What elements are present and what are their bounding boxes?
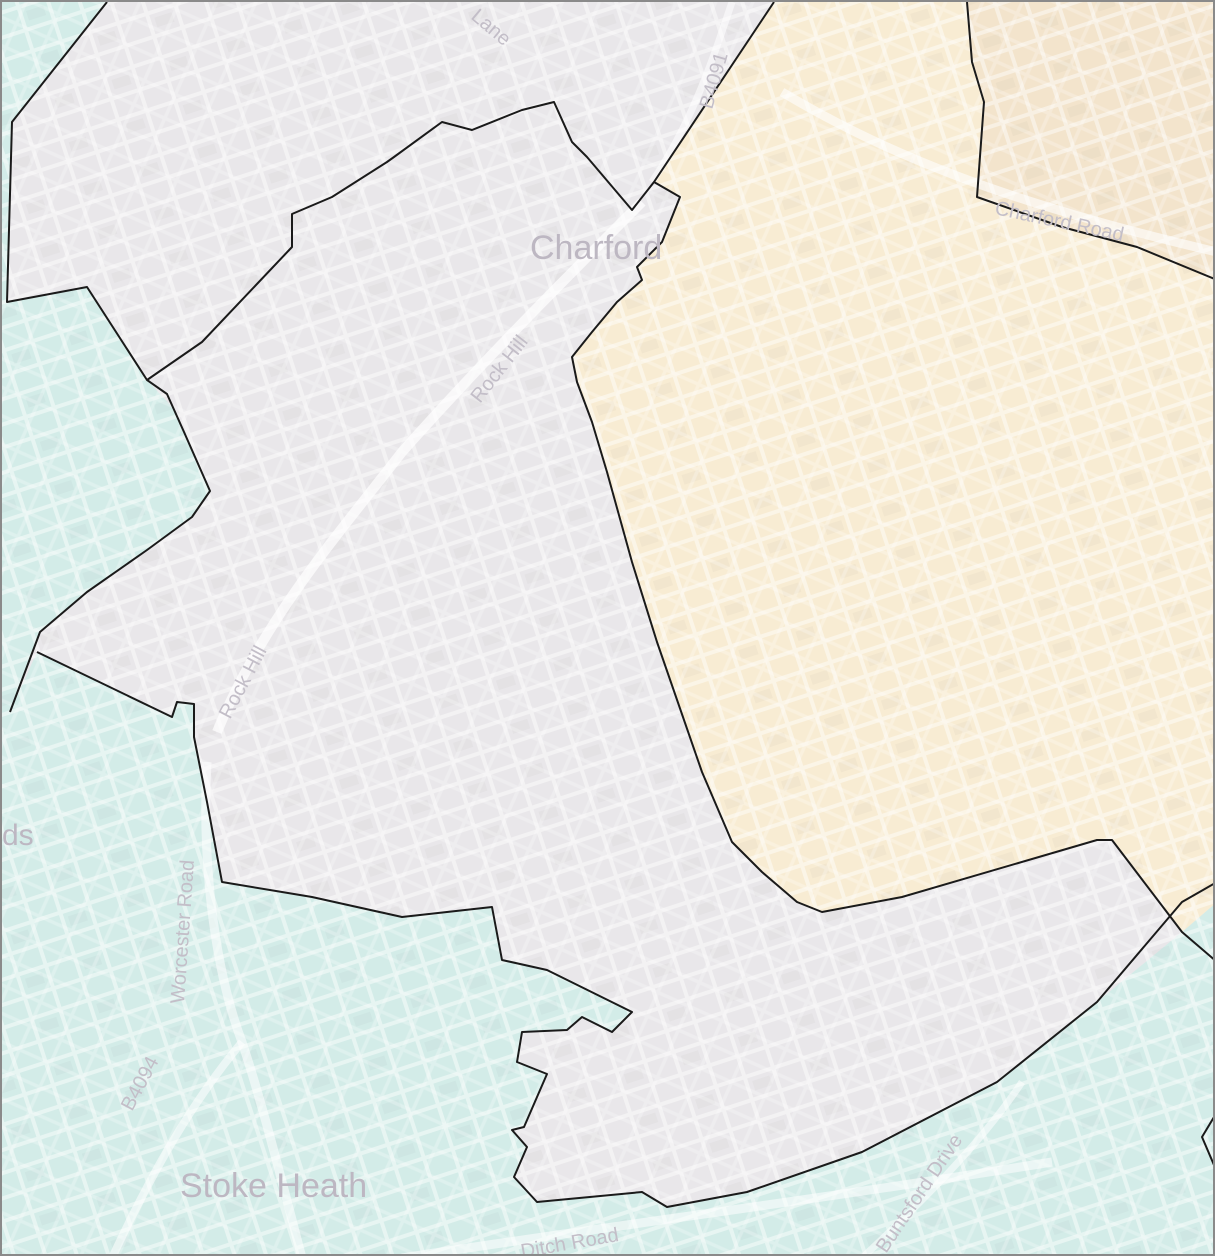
boundary-east [571,181,1213,960]
place-label-cut-edge: ds [2,819,34,852]
boundary-south-east [36,651,1213,1208]
boundary-north-east [966,2,1213,280]
road-bottom [401,1157,1053,1254]
ward-boundaries [6,2,1213,1208]
place-label-stoke-heath[interactable]: Stoke Heath [180,1167,367,1205]
boundary-north-west [6,2,211,713]
road-worcester [201,761,306,1254]
boundary-north [146,2,775,381]
road-charford [779,88,1213,256]
road-buntsford [861,1080,1025,1254]
place-label-charford[interactable]: Charford [530,229,662,267]
road-b4091 [649,2,736,184]
road-rock-hill [212,198,646,734]
road-b4094 [109,1039,246,1254]
boundary-south-east-corner [1201,1116,1213,1166]
